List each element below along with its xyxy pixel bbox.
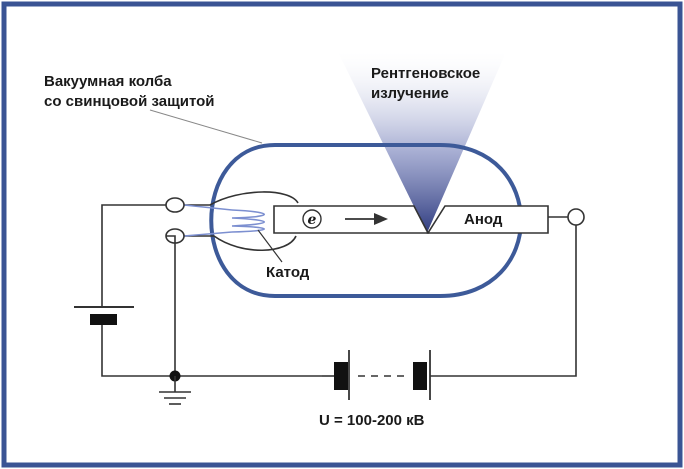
- filament-battery: [74, 306, 134, 325]
- electron-symbol: e: [308, 212, 317, 228]
- filament-circuit-wire: [101, 204, 166, 307]
- anode-label: Анод: [464, 211, 503, 228]
- ground-icon: [159, 376, 191, 405]
- filament-circuit-return: [101, 325, 322, 377]
- cathode-lead-bottom: [184, 235, 297, 251]
- tube-label-line2: со свинцовой защитой: [44, 93, 215, 110]
- xray-label-line2: излучение: [371, 85, 449, 102]
- cathode-filament: [183, 204, 266, 237]
- anode-block: [426, 205, 549, 234]
- electron-icon: [302, 209, 322, 229]
- cathode-lead-top: [184, 191, 299, 206]
- cathode-label-leader: [257, 229, 283, 263]
- anode-terminal: [567, 208, 585, 226]
- xray-beam: [338, 52, 506, 233]
- tube-label-leader: [149, 109, 263, 144]
- high-voltage-source: [322, 350, 431, 400]
- cathode-label: Катод: [266, 264, 310, 281]
- vacuum-flask: [209, 143, 523, 298]
- xray-label-line1: Рентгеновское: [371, 65, 480, 82]
- voltage-label: U = 100-200 кВ: [319, 412, 425, 429]
- tube-label-line1: Вакуумная колба: [44, 73, 172, 90]
- right-arrow-icon: [345, 213, 388, 225]
- cathode-to-ground-wire: [166, 235, 176, 376]
- anode-circuit-wire: [430, 225, 577, 377]
- cathode-terminal-top: [165, 197, 185, 213]
